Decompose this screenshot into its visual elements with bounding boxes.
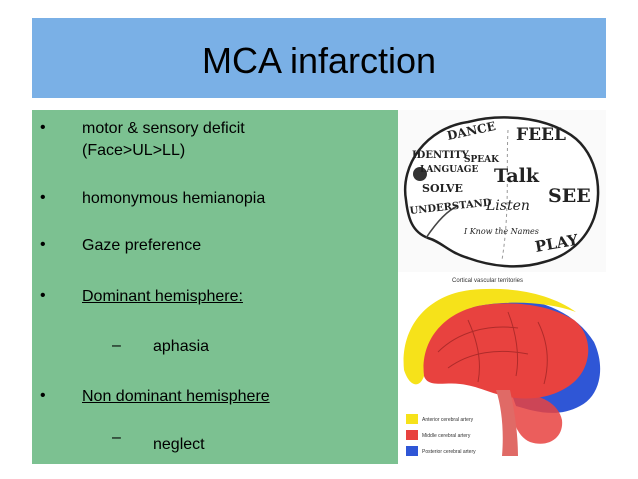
ear-icon — [413, 167, 427, 181]
content-panel — [32, 110, 398, 464]
legend-label-middle: Middle cerebral artery — [422, 433, 471, 439]
brainstem — [496, 390, 518, 456]
slide-title: MCA infarction — [201, 40, 437, 81]
word-talk: Talk — [494, 165, 540, 187]
title-bar: MCA infarction — [32, 18, 606, 98]
cerebellum — [510, 393, 563, 444]
sub-bullet-marker: – — [112, 429, 121, 446]
word-language: LANGUAGE — [420, 165, 478, 175]
bullet-marker: • — [40, 119, 46, 136]
word-see: SEE — [548, 185, 591, 207]
word-names: I Know the Names — [463, 227, 539, 236]
bullet-motor-deficit: motor & sensory deficit — [82, 120, 245, 137]
word-listen: Listen — [485, 198, 530, 214]
bullet-marker: • — [40, 387, 46, 404]
sub-bullet-aphasia: aphasia — [153, 338, 210, 355]
brain-outline — [403, 116, 600, 268]
bullet-marker: • — [40, 287, 46, 304]
brain-fold-line — [501, 129, 509, 261]
bullet-motor-deficit-detail: (Face>UL>LL) — [82, 142, 186, 159]
legend-swatch-posterior — [406, 446, 418, 456]
word-identity: IDENTITY — [412, 150, 470, 161]
word-feel: FEEL — [516, 125, 566, 145]
legend-swatch-anterior — [406, 414, 418, 424]
legend-swatch-middle — [406, 430, 418, 440]
gyri-lines — [437, 311, 548, 385]
legend-label-anterior: Anterior cerebral artery — [422, 417, 474, 423]
vascular-territories-image: Cortical vascular territories Anterior c… — [398, 272, 606, 464]
word-solve: SOLVE — [422, 182, 463, 195]
vascular-territories-illustration: Cortical vascular territories Anterior c… — [403, 278, 601, 456]
bullet-non-dominant-hemisphere: Non dominant hemisphere — [82, 388, 270, 405]
brain-fold-line — [425, 205, 459, 239]
bullet-dominant-hemisphere: Dominant hemisphere: — [82, 288, 243, 305]
anterior-territory — [403, 288, 576, 385]
legend-label-posterior: Posterior cerebral artery — [422, 449, 476, 455]
bullet-marker: • — [40, 189, 46, 206]
bullet-gaze-preference: Gaze preference — [82, 237, 202, 254]
word-speak: SPEAK — [464, 155, 500, 165]
bullet-marker: • — [40, 236, 46, 253]
bullet-hemianopia: homonymous hemianopia — [82, 190, 266, 207]
sub-bullet-marker: – — [112, 337, 121, 354]
figure-title: Cortical vascular territories — [452, 278, 523, 284]
brain-word-cloud-image: DANCE FEEL IDENTITY LANGUAGE Talk SPEAK … — [398, 110, 606, 272]
brain-word-cloud-illustration: DANCE FEEL IDENTITY LANGUAGE Talk SPEAK … — [403, 116, 600, 268]
sub-bullet-neglect: neglect — [153, 436, 205, 453]
